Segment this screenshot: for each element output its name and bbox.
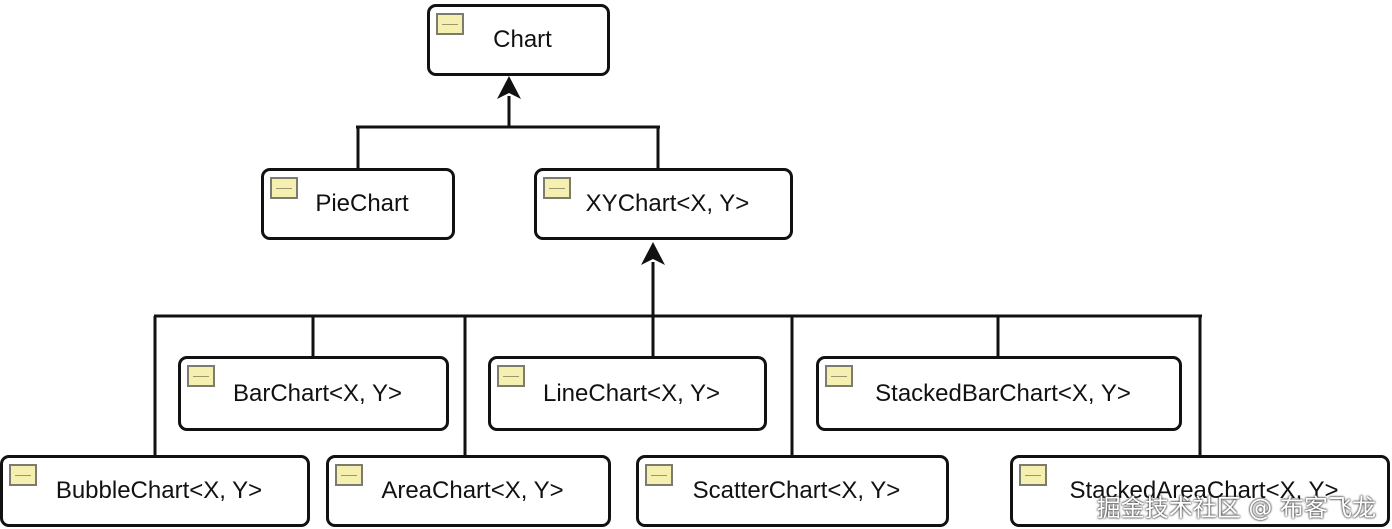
node-stacked-bar-chart[interactable]: StackedBarChart<X, Y> bbox=[816, 356, 1182, 431]
node-label: StackedAreaChart<X, Y> bbox=[1069, 477, 1339, 504]
class-icon bbox=[9, 464, 37, 486]
node-stacked-area-chart[interactable]: StackedAreaChart<X, Y> bbox=[1010, 455, 1390, 527]
node-label: AreaChart<X, Y> bbox=[381, 477, 564, 504]
node-bar-chart[interactable]: BarChart<X, Y> bbox=[178, 356, 449, 431]
class-icon bbox=[187, 365, 215, 387]
node-label: BarChart<X, Y> bbox=[233, 379, 402, 407]
node-chart[interactable]: Chart bbox=[427, 4, 610, 76]
inheritance-arrowhead-chart bbox=[497, 76, 521, 99]
class-icon bbox=[436, 13, 464, 35]
node-xy-chart[interactable]: XYChart<X, Y> bbox=[534, 168, 793, 240]
class-icon bbox=[543, 177, 571, 199]
class-icon bbox=[1019, 464, 1047, 486]
node-label: PieChart bbox=[315, 190, 409, 217]
class-icon bbox=[645, 464, 673, 486]
node-label: XYChart<X, Y> bbox=[585, 190, 750, 217]
node-label: BubbleChart<X, Y> bbox=[55, 477, 263, 504]
class-icon bbox=[335, 464, 363, 486]
node-scatter-chart[interactable]: ScatterChart<X, Y> bbox=[636, 455, 949, 527]
node-area-chart[interactable]: AreaChart<X, Y> bbox=[326, 455, 611, 527]
inheritance-arrowhead-xychart bbox=[641, 242, 665, 265]
class-icon bbox=[270, 177, 298, 199]
class-icon bbox=[825, 365, 853, 387]
node-label: StackedBarChart<X, Y> bbox=[875, 379, 1131, 407]
node-label: Chart bbox=[493, 26, 552, 53]
node-line-chart[interactable]: LineChart<X, Y> bbox=[488, 356, 767, 431]
node-label: LineChart<X, Y> bbox=[542, 379, 720, 407]
watermark: 掘金技术社区 @ 布客飞龙 bbox=[1096, 494, 1376, 522]
node-pie-chart[interactable]: PieChart bbox=[261, 168, 455, 240]
node-label: ScatterChart<X, Y> bbox=[692, 477, 901, 504]
class-icon bbox=[497, 365, 525, 387]
node-bubble-chart[interactable]: BubbleChart<X, Y> bbox=[0, 455, 310, 527]
